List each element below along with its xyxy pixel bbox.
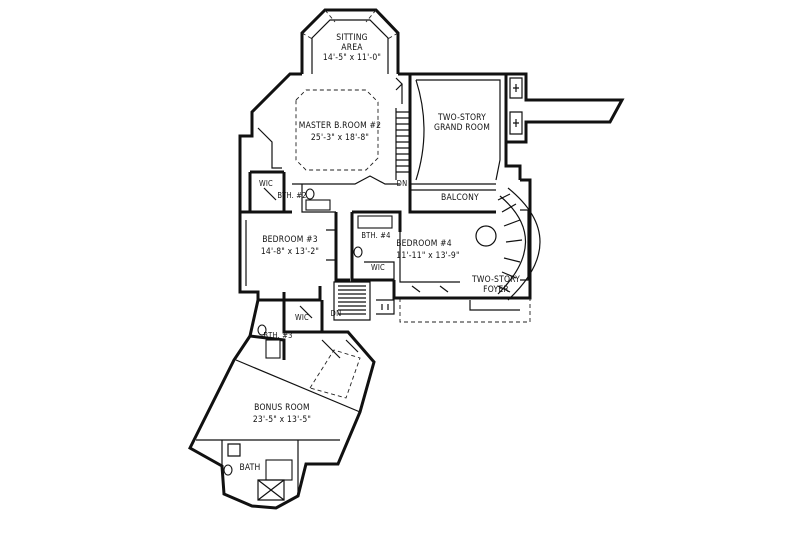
bonus-room-dimensions: 23'-5" x 13'-5" [253,415,311,425]
grand-room-label-2: GRAND ROOM [434,123,490,133]
room-labels: SITTING AREA 14'-5" x 11'-0" MASTER B.RO… [239,33,520,473]
bedroom-3 [238,212,350,302]
bonus-room [188,330,376,510]
main-stair [395,77,411,180]
bonus-room-label: BONUS ROOM [254,403,310,413]
bedroom-3-dimensions: 14'-8" x 13'-2" [261,247,319,257]
stair-down-label-1: DN [397,179,408,188]
bonus-bath [221,440,299,501]
bath-label: BATH [239,463,260,473]
bath-2-label: BTH. #2 [277,191,306,200]
wic-3-label: WIC [295,313,309,322]
wic-2-label: WIC [371,263,385,272]
bedroom-4-dimensions: 11'-11" x 13'-9" [396,251,459,261]
balcony-label: BALCONY [441,193,479,203]
master-bedroom-label: MASTER B.ROOM #2 [299,121,381,131]
master-bedroom [238,72,412,214]
sitting-area-label-2: AREA [341,43,363,53]
bath-4-label: BTH. #4 [361,231,390,240]
foyer-label-2: FOYER [483,285,509,295]
wic-1-label: WIC [259,179,273,188]
grand-room [410,72,625,181]
bedroom-4-label: BEDROOM #4 [396,239,452,249]
bedroom-3-label: BEDROOM #3 [262,235,318,245]
foyer-label: TWO-STORY [471,275,520,285]
center-stair [333,281,395,321]
master-bedroom-dimensions: 25'-3" x 18'-8" [311,133,369,143]
sitting-area [300,8,400,74]
wic-bath-3 [248,292,324,360]
stair-down-label-2: DN [331,309,342,318]
sitting-area-dimensions: 14'-5" x 11'-0" [323,53,381,63]
grand-room-label: TWO-STORY [437,113,486,123]
bedroom-4-bath-4 [350,210,460,300]
bath-2-wic [248,170,336,213]
balcony-foyer [399,178,541,323]
bath-3-label: BTH. #3 [263,331,292,340]
sitting-area-label: SITTING [336,33,368,43]
